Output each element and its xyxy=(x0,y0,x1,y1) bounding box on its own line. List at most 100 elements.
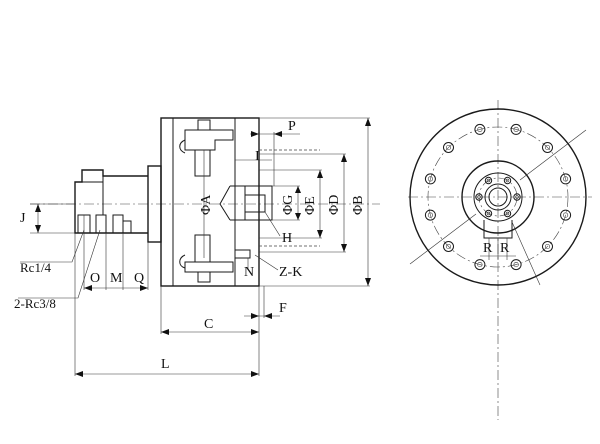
outer-bolt-hole-inner xyxy=(477,262,483,268)
arrow xyxy=(140,285,148,291)
outer-bolt-hole xyxy=(424,173,436,185)
outer-bolt-hole xyxy=(443,142,454,153)
inner-bolt-hole-inner xyxy=(505,178,510,183)
adapter-flange xyxy=(147,165,162,243)
label-l: L xyxy=(161,357,170,372)
port-rc38-b xyxy=(112,214,124,234)
inner-bolt-hole-inner xyxy=(486,178,491,183)
outer-bolt-hole xyxy=(560,209,572,221)
outer-bolt-hole-inner xyxy=(544,243,551,250)
outer-bolt-hole xyxy=(560,173,572,185)
arrow xyxy=(341,244,347,252)
leader-zk xyxy=(254,254,279,271)
outer-bolt-hole xyxy=(510,123,522,135)
bore-step xyxy=(245,194,266,213)
outer-bolt-hole xyxy=(424,209,436,221)
label-zk: Z-K xyxy=(279,265,302,280)
inner-bolt-hole xyxy=(484,209,493,218)
arrow xyxy=(35,204,41,212)
inner-circle xyxy=(473,172,523,222)
bottom-slide xyxy=(194,234,211,262)
inner-bolt-holes xyxy=(475,176,521,218)
bore-inner-circle xyxy=(488,187,508,207)
label-h: H xyxy=(282,231,292,246)
arrow xyxy=(341,154,347,162)
label-q: Q xyxy=(134,271,144,286)
label-c: C xyxy=(204,317,213,332)
top-slide xyxy=(194,150,211,177)
label-m: M xyxy=(110,271,123,286)
outer-bolt-hole-inner xyxy=(477,126,483,132)
arrow xyxy=(365,278,371,286)
outer-bolt-hole xyxy=(542,241,553,252)
arrow xyxy=(317,230,323,238)
top-jaw xyxy=(184,129,234,151)
label-i: I xyxy=(255,149,260,164)
outer-bolt-hole-inner xyxy=(544,144,551,151)
radial-line-2 xyxy=(409,213,477,265)
side-view: J Rc1/4 2-Rc3/8 O M Q C L F P I H N Z-K … xyxy=(14,117,380,377)
arrow xyxy=(264,313,272,319)
label-r2: R xyxy=(500,241,510,256)
bore-circle xyxy=(484,183,512,211)
label-g: ΦG xyxy=(281,195,296,215)
outer-bolt-hole-inner xyxy=(445,243,452,250)
inner-bolt-hole-inner xyxy=(505,211,510,216)
inner-bolt-hole xyxy=(475,193,483,201)
port-rc38-a xyxy=(95,214,107,234)
outer-bolt-holes xyxy=(424,123,572,271)
outer-circle xyxy=(409,108,587,286)
arrow xyxy=(75,371,83,377)
arrow xyxy=(35,225,41,233)
label-f: F xyxy=(279,301,287,316)
inner-bolt-hole xyxy=(484,176,493,185)
bolt-n xyxy=(235,249,251,259)
port-rc38-c xyxy=(122,220,132,234)
arrow xyxy=(365,118,371,126)
label-rc14: Rc1/4 xyxy=(20,260,52,275)
top-bolt xyxy=(197,119,211,131)
arrow xyxy=(295,213,301,220)
arrow xyxy=(251,371,259,377)
outer-bolt-hole-inner xyxy=(513,262,519,268)
label-d: ΦD xyxy=(327,195,342,215)
inner-bolt-hole xyxy=(513,193,521,201)
label-j: J xyxy=(20,211,26,226)
label-a: ΦA xyxy=(199,194,214,215)
leader-rc14 xyxy=(20,229,85,263)
arrow xyxy=(251,313,259,319)
outer-bolt-hole xyxy=(510,259,522,271)
bolt-circle xyxy=(427,126,569,268)
label-n: N xyxy=(244,265,254,280)
bottom-jaw xyxy=(184,261,234,273)
outer-bolt-hole-inner xyxy=(445,144,452,151)
outer-bolt-hole-inner xyxy=(513,126,519,132)
rotary-joint-body xyxy=(74,169,148,234)
outer-bolt-hole xyxy=(474,123,486,135)
top-jaw-curve xyxy=(179,139,186,154)
label-rc38: 2-Rc3/8 xyxy=(14,296,56,311)
arrow xyxy=(251,131,259,137)
label-o: O xyxy=(90,271,100,286)
radial-line-1 xyxy=(519,129,587,181)
radial-line-3 xyxy=(511,221,541,286)
arrow xyxy=(274,131,282,137)
arrow xyxy=(161,329,169,335)
inner-bolt-hole xyxy=(503,176,512,185)
arrow xyxy=(251,329,259,335)
front-view: R R xyxy=(408,100,592,420)
inner-bolt-circle xyxy=(478,177,518,217)
outer-bolt-hole-inner xyxy=(427,176,433,182)
label-b: ΦB xyxy=(351,195,366,215)
label-e: ΦE xyxy=(303,196,318,215)
arrow xyxy=(84,285,92,291)
outer-bolt-hole-inner xyxy=(563,212,569,218)
outer-bolt-hole xyxy=(474,259,486,271)
bore-tip xyxy=(219,185,231,221)
label-r1: R xyxy=(483,241,493,256)
body-circle xyxy=(461,160,535,234)
inner-bolt-hole-inner xyxy=(486,211,491,216)
bottom-jaw-curve xyxy=(179,254,186,269)
center-bore xyxy=(230,185,273,221)
arrow xyxy=(317,170,323,178)
